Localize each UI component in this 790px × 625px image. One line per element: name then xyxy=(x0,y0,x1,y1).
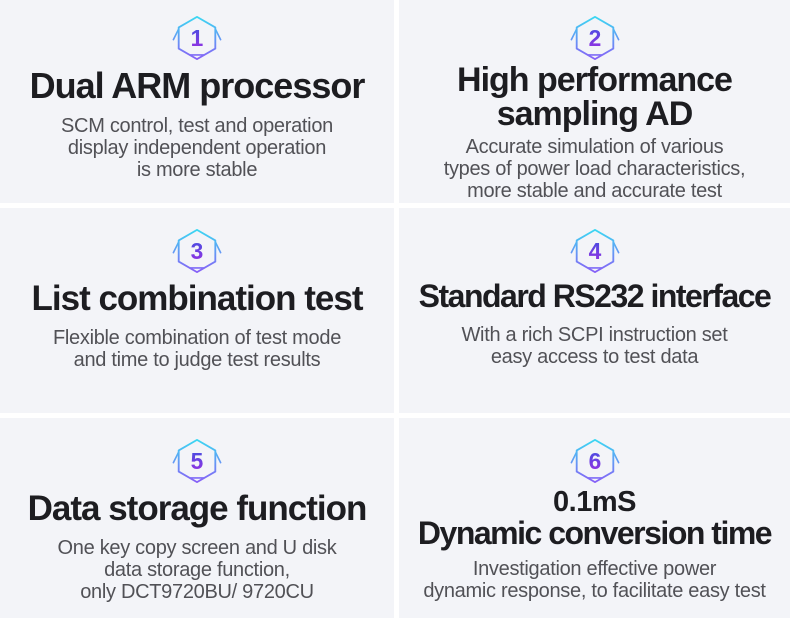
feature-title-line2: sampling AD xyxy=(496,94,694,133)
feature-desc-line: One key copy screen and U disk xyxy=(57,537,337,560)
feature-desc-line: SCM control, test and operation xyxy=(61,115,333,138)
feature-card-dynamic-conversion: 6 0.1mS Dynamic conversion time Investig… xyxy=(399,418,790,618)
feature-card-sampling-ad: 2 High performance sampling AD Accurate … xyxy=(399,0,790,203)
badge-number: 3 xyxy=(191,238,204,264)
feature-card-list-combination: 3 List combination test Flexible combina… xyxy=(0,208,394,413)
feature-desc-line: is more stable xyxy=(136,159,258,182)
badge-number: 2 xyxy=(588,25,601,51)
hexagon-number-6-icon: 6 xyxy=(570,438,619,484)
feature-desc-line: more stable and accurate test xyxy=(467,179,722,202)
hexagon-number-1-icon: 1 xyxy=(172,15,222,61)
feature-desc-line: and time to judge test results xyxy=(73,349,321,372)
feature-desc-line: display independent operation xyxy=(67,137,327,160)
feature-card-rs232: 4 Standard RS232 interface With a rich S… xyxy=(399,208,790,413)
feature-title-line1: High performance xyxy=(457,61,733,99)
feature-desc-line: data storage function, xyxy=(104,559,290,582)
feature-desc-line: Flexible combination of test mode xyxy=(52,327,342,350)
badge-number: 5 xyxy=(191,448,204,474)
feature-desc-line: dynamic response, to facilitate easy tes… xyxy=(423,580,766,603)
feature-title-value: 0.1mS xyxy=(553,486,636,518)
hexagon-number-2-icon: 2 xyxy=(570,15,619,61)
feature-card-dual-arm: 1 Dual ARM processor SCM control, test a… xyxy=(0,0,394,203)
badge-number: 4 xyxy=(588,238,601,264)
feature-desc-line: only DCT9720BU/ 9720CU xyxy=(80,581,314,604)
hexagon-number-3-icon: 3 xyxy=(172,228,222,274)
badge-number: 1 xyxy=(191,25,204,51)
badge-number: 6 xyxy=(588,448,601,474)
feature-desc-line: easy access to test data xyxy=(490,345,699,368)
feature-title: Data storage function xyxy=(27,489,368,528)
feature-desc-line: Accurate simulation of various xyxy=(465,135,724,158)
feature-title: List combination test xyxy=(31,279,364,318)
hexagon-number-4-icon: 4 xyxy=(570,228,619,274)
feature-desc-line: types of power load characteristics, xyxy=(443,157,746,180)
feature-title: Dual ARM processor xyxy=(29,65,366,106)
feature-desc-line: With a rich SCPI instruction set xyxy=(461,323,728,346)
feature-card-data-storage: 5 Data storage function One key copy scr… xyxy=(0,418,394,618)
feature-title: Dynamic conversion time xyxy=(417,515,773,552)
feature-title: Standard RS232 interface xyxy=(418,278,772,314)
feature-desc-line: Investigation effective power xyxy=(472,558,717,581)
hexagon-number-5-icon: 5 xyxy=(172,438,222,484)
